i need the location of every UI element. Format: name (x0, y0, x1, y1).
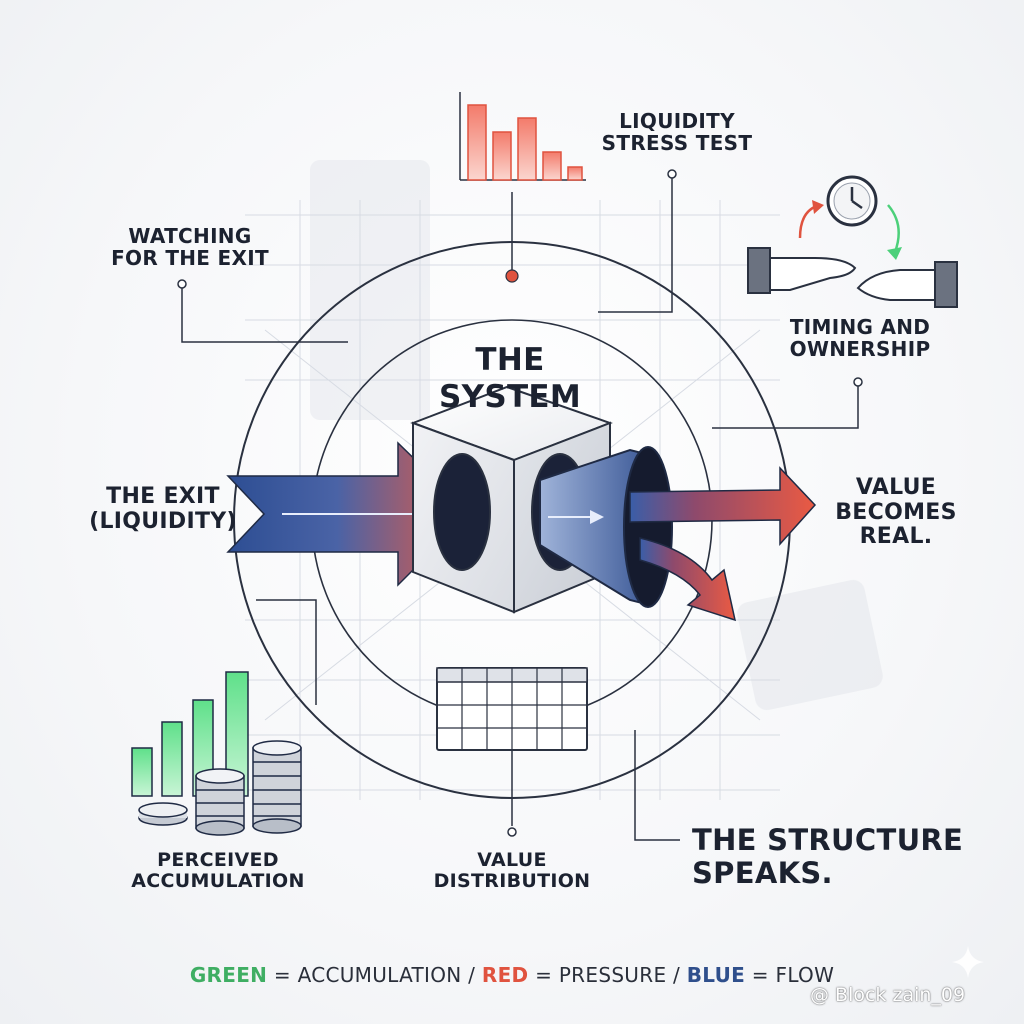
value-real-line-3: REAL. (859, 524, 933, 550)
legend-red-text: = PRESSURE / (528, 963, 687, 987)
watching-line-1: WATCHING (128, 224, 252, 248)
perceived-line-1: PERCEIVED (157, 849, 279, 871)
timing-line-1: TIMING AND (789, 315, 931, 339)
stress-line-1: LIQUIDITY (619, 109, 735, 133)
value-becomes-real-label: VALUE BECOMES REAL. (826, 475, 966, 550)
legend-red-word: RED (481, 963, 529, 987)
watching-line-2: FOR THE EXIT (111, 246, 269, 271)
value-distribution-label: VALUE DISTRIBUTION (420, 849, 604, 893)
hands-icon (747, 247, 958, 308)
legend-green-text: = ACCUMULATION / (267, 963, 482, 987)
calendar-grid-icon (436, 667, 588, 751)
outflow-arrow (629, 466, 817, 622)
perceived-accumulation-label: PERCEIVED ACCUMULATION (118, 849, 318, 893)
clock-icon (826, 175, 878, 227)
value-real-line-2: BECOMES (835, 499, 957, 525)
green-bar-chart-icon (131, 671, 249, 797)
value-real-line-1: VALUE (855, 475, 937, 500)
cycle-arrows-icon (798, 200, 902, 260)
legend-green-word: GREEN (189, 963, 268, 987)
legend-blue-word: BLUE (686, 963, 746, 987)
stress-test-label: LIQUIDITY STRESS TEST (592, 110, 762, 155)
stress-line-2: STRESS TEST (601, 131, 753, 156)
legend-blue-text: = FLOW (745, 963, 835, 987)
exit-liquidity-label: THE EXIT (LIQUIDITY) (88, 484, 238, 534)
distribution-line-1: VALUE (477, 849, 547, 871)
distribution-line-2: DISTRIBUTION (433, 870, 591, 893)
exit-line-2: (LIQUIDITY) (89, 508, 237, 534)
system-title-line-1: THE (475, 342, 545, 378)
coin-stack-icon (138, 740, 302, 836)
red-bar-chart-icon (459, 92, 586, 181)
watermark: @ Block zain_09 (810, 984, 966, 1006)
top-marker-dot (505, 269, 519, 283)
structure-line-1: THE STRUCTURE (692, 823, 964, 857)
structure-speaks-label: THE STRUCTURE SPEAKS. (692, 823, 992, 891)
leader-dots (177, 169, 863, 837)
system-title-line-2: SYSTEM (438, 378, 582, 415)
leader-lines (181, 174, 859, 841)
sparkle-icon (952, 946, 984, 978)
watching-label: WATCHING FOR THE EXIT (110, 225, 270, 270)
structure-line-2: SPEAKS. (692, 856, 833, 891)
timing-ownership-label: TIMING AND OWNERSHIP (775, 316, 945, 361)
exit-line-1: THE EXIT (106, 484, 220, 509)
system-title: THE SYSTEM (420, 342, 600, 415)
inflow-arrow (226, 441, 472, 587)
color-legend: GREEN = ACCUMULATION / RED = PRESSURE / … (0, 963, 1024, 987)
timing-line-2: OWNERSHIP (789, 337, 931, 362)
perceived-line-2: ACCUMULATION (131, 870, 305, 893)
